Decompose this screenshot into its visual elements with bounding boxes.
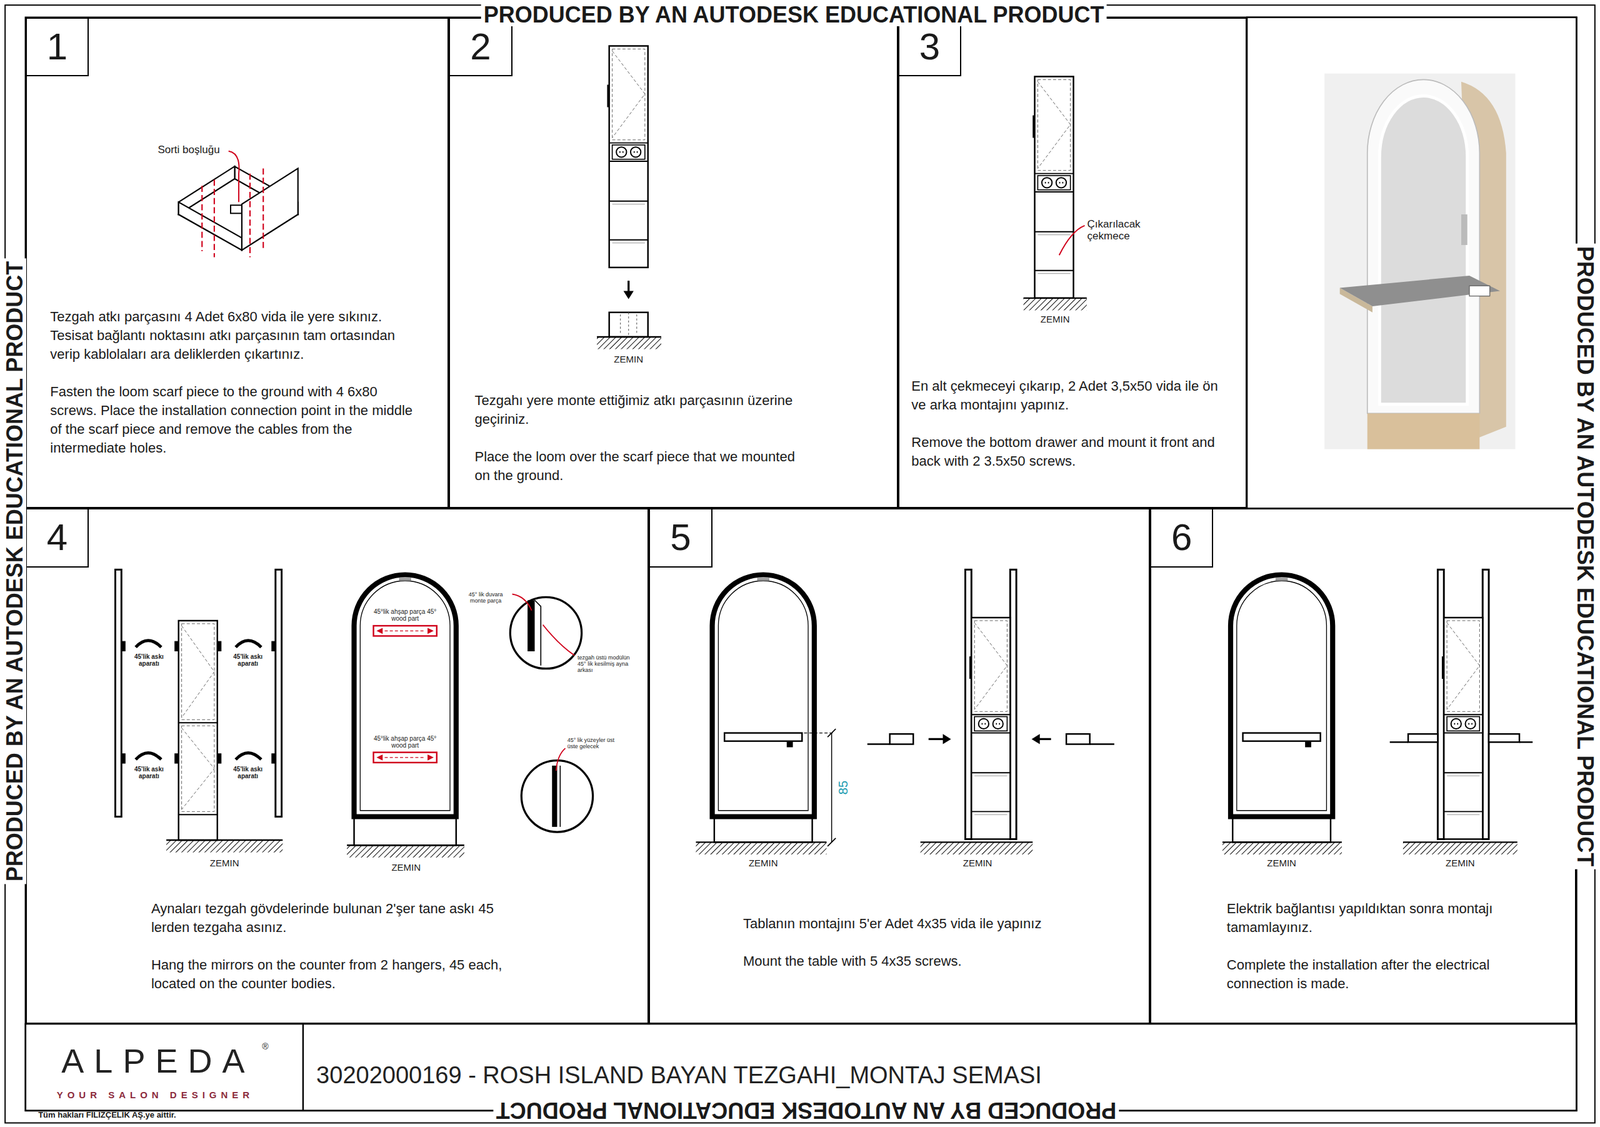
instruction-block: Aynaları tezgah gövdelerinde bulunan 2'ş… <box>151 899 531 1012</box>
dimension: 85 <box>836 780 850 795</box>
step-panel: Aynaları tezgah gövdelerinde bulunan 2'ş… <box>25 508 650 1024</box>
watermark: PRODUCED BY AN AUTODESK EDUCATIONAL PROD… <box>1573 243 1597 869</box>
instruction-block: Tezgahı yere monte ettiğimiz atkı parças… <box>475 391 800 504</box>
watermark: PRODUCED BY AN AUTODESK EDUCATIONAL PROD… <box>481 3 1107 27</box>
instruction-text: En alt çekmeceyi çıkarıp, 2 Adet 3,5x50 … <box>911 376 1236 415</box>
instruction-text: Complete the installation after the elec… <box>1226 955 1558 994</box>
instruction-text: Tablanın montajını 5'er Adet 4x35 vida i… <box>743 914 1100 934</box>
part-label: 45°lik ahşap parça 45° wood part <box>369 608 441 622</box>
instruction-text: Elektrik bağlantısı yapıldıktan sonra mo… <box>1226 899 1558 937</box>
instruction-text: Fasten the loom scarf piece to the groun… <box>50 382 426 458</box>
logo-mark: ® <box>261 1041 269 1052</box>
instruction-text: Mount the table with 5 4x35 screws. <box>743 951 1100 971</box>
step-number: 3 <box>919 28 940 66</box>
part-label: tezgah üstü modülün 45° lik kesilmiş ayn… <box>577 655 631 674</box>
part-label: Sorti boşluğu <box>157 144 220 157</box>
floor-label: ZEMIN <box>613 353 644 365</box>
step-number: 1 <box>46 28 68 66</box>
instruction-text: Tezgahı yere monte ettiğimiz atkı parças… <box>475 391 800 429</box>
floor-label: ZEMIN <box>210 858 240 869</box>
instruction-text: Aynaları tezgah gövdelerinde bulunan 2'ş… <box>151 899 531 937</box>
step-panel: En alt çekmeceyi çıkarıp, 2 Adet 3,5x50 … <box>898 17 1247 509</box>
floor-label: ZEMIN <box>1266 858 1297 869</box>
part-label: Çıkarılacak çekmece <box>1087 218 1164 242</box>
part-label: 45'lik askı aparatı <box>229 653 267 667</box>
step-panel: Tablanın montajını 5'er Adet 4x35 vida i… <box>648 508 1150 1024</box>
copyright-note: Tüm hakları FİLİZÇELİK AŞ.ye aittir. <box>38 1110 177 1120</box>
watermark: PRODUCED BY AN AUTODESK EDUCATIONAL PROD… <box>493 1098 1119 1122</box>
step-panel: Elektrik bağlantısı yapıldıktan sonra mo… <box>1150 508 1577 1024</box>
step-number: 2 <box>470 28 491 66</box>
step-number: 5 <box>670 518 691 557</box>
step-panel: Tezgah atkı parçasını 4 Adet 6x80 vida i… <box>25 17 450 509</box>
part-label: 45'lik askı aparatı <box>130 765 168 780</box>
floor-label: ZEMIN <box>748 858 779 869</box>
instruction-block: En alt çekmeceyi çıkarıp, 2 Adet 3,5x50 … <box>911 376 1236 490</box>
floor-label: ZEMIN <box>1445 858 1475 869</box>
step-number-box: 1 <box>25 17 89 77</box>
step-number-box: 4 <box>25 508 89 568</box>
step-number: 4 <box>46 518 68 557</box>
part-label: 45° lik yüzeyler üst üste gelecek <box>567 737 621 750</box>
instruction-text: Place the loom over the scarf piece that… <box>475 447 800 485</box>
instruction-text: Remove the bottom drawer and mount it fr… <box>911 433 1236 471</box>
instruction-text: Tezgah atkı parçasını 4 Adet 6x80 vida i… <box>50 307 426 364</box>
step-number-box: 5 <box>648 508 712 568</box>
part-label: 45'lik askı aparatı <box>130 653 168 667</box>
tagline: YOUR SALON DESIGNER <box>52 1090 255 1101</box>
logo-text: ALPEDA <box>51 1042 255 1080</box>
instruction-block: Tablanın montajını 5'er Adet 4x35 vida i… <box>743 914 1100 990</box>
step-number-box: 6 <box>1150 508 1214 568</box>
instruction-block: Elektrik bağlantısı yapıldıktan sonra mo… <box>1226 899 1558 1012</box>
part-label: 45'lik askı aparatı <box>229 765 267 780</box>
step-number: 6 <box>1171 518 1192 557</box>
instruction-block: Tezgah atkı parçasını 4 Adet 6x80 vida i… <box>50 307 426 477</box>
floor-label: ZEMIN <box>391 862 421 874</box>
floor-label: ZEMIN <box>963 858 993 869</box>
floor-label: ZEMIN <box>1040 314 1070 325</box>
part-label: 45° lik duvara monte parça <box>461 591 510 605</box>
part-label: 45°lik ahşap parça 45° wood part <box>369 735 441 749</box>
instruction-text: Hang the mirrors on the counter from 2 h… <box>151 955 531 994</box>
drawing-title: 30202000169 - ROSH ISLAND BAYAN TEZGAHI_… <box>316 1062 1042 1089</box>
step-panel: Tezgahı yere monte ettiğimiz atkı parças… <box>448 17 898 509</box>
watermark: PRODUCED BY AN AUTODESK EDUCATIONAL PROD… <box>3 258 27 885</box>
